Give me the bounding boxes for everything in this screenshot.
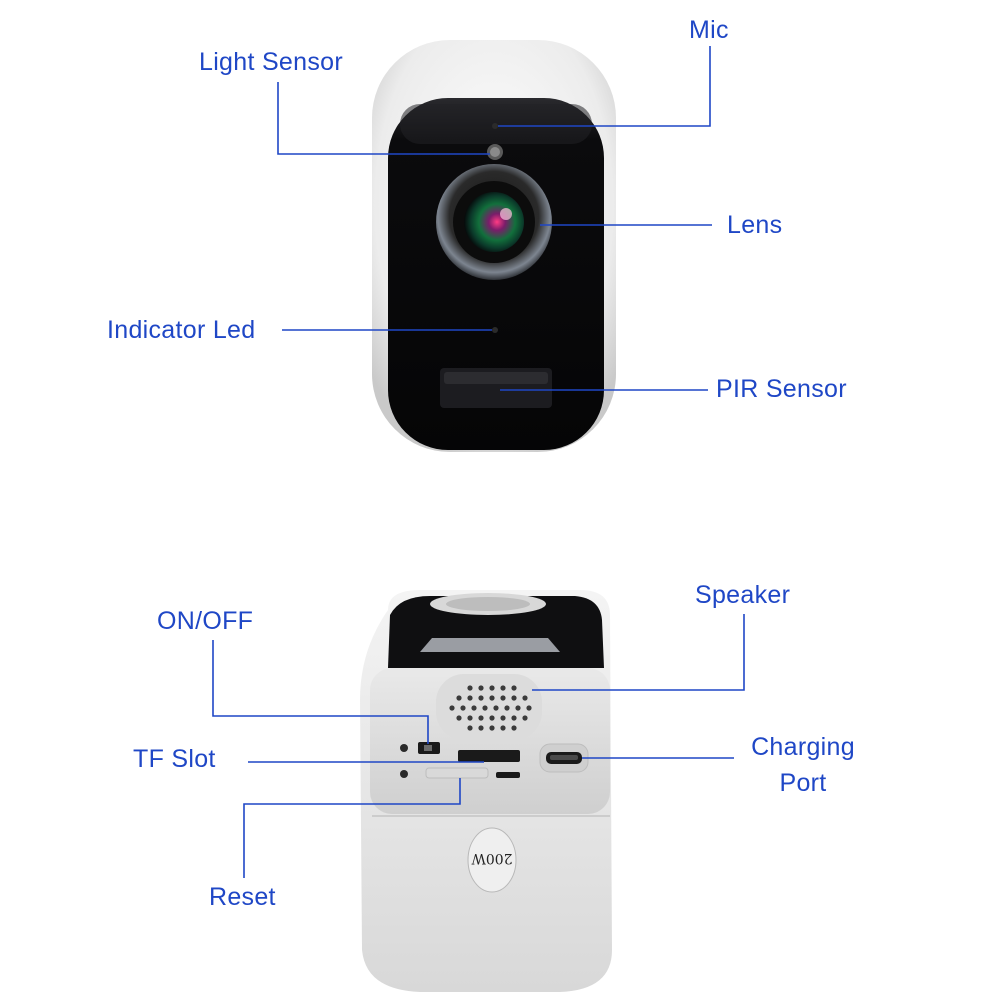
label-indicator-led: Indicator Led <box>107 316 256 344</box>
leader-speaker <box>532 614 745 691</box>
battery-marking-badge <box>467 827 517 893</box>
label-reset: Reset <box>209 883 276 911</box>
label-mic: Mic <box>689 16 729 44</box>
leader-reset <box>243 778 461 878</box>
indicator-led <box>492 327 498 333</box>
label-charging-port-line1: Charging <box>751 733 855 761</box>
label-light-sensor: Light Sensor <box>199 48 343 76</box>
lens-glass <box>464 192 524 252</box>
label-lens: Lens <box>727 211 783 239</box>
leader-on-off <box>212 640 429 744</box>
label-pir-sensor: PIR Sensor <box>716 375 847 403</box>
tf-slot <box>458 750 520 762</box>
battery-marking: 200W <box>471 850 513 866</box>
label-speaker: Speaker <box>695 581 791 609</box>
leader-lines <box>212 46 745 878</box>
speaker-grille <box>436 674 542 740</box>
label-on-off: ON/OFF <box>157 607 254 635</box>
back-camera: 200W <box>360 590 612 992</box>
mic-hole <box>492 123 498 129</box>
leader-light-sensor <box>277 82 490 155</box>
label-charging-port-line2: Port <box>779 769 827 798</box>
leader-mic <box>498 46 711 127</box>
label-charging-port: Charging Port <box>744 729 862 802</box>
label-tf-slot: TF Slot <box>133 745 216 773</box>
reset-hole <box>400 770 408 778</box>
front-camera <box>372 40 616 452</box>
